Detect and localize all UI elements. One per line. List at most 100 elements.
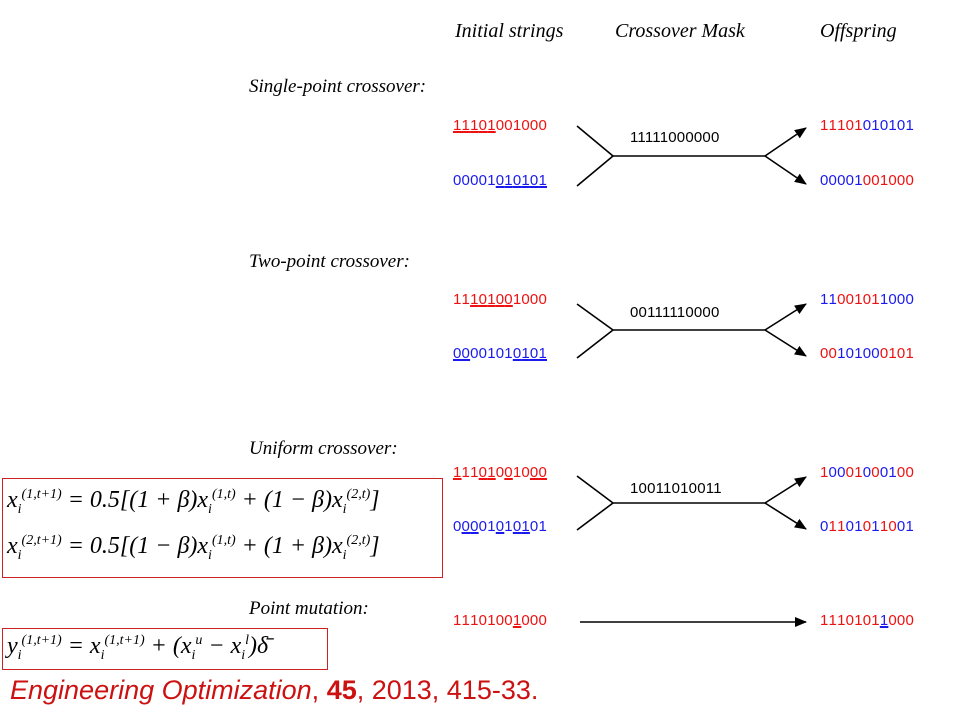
bit: 1 bbox=[487, 172, 496, 189]
bit: 1 bbox=[854, 172, 863, 189]
bit: 0 bbox=[837, 172, 846, 189]
bit: 0 bbox=[896, 345, 906, 362]
bit: 0 bbox=[820, 345, 829, 362]
bit: 1 bbox=[470, 464, 479, 481]
bit: 0 bbox=[504, 612, 513, 629]
bit: 1 bbox=[512, 464, 522, 481]
bit: 1 bbox=[512, 612, 522, 629]
bit: 0 bbox=[538, 117, 548, 134]
bit: 0 bbox=[837, 464, 846, 481]
bit: 0 bbox=[478, 464, 488, 481]
bit: 0 bbox=[845, 464, 855, 481]
header-crossover-mask: Crossover Mask bbox=[615, 20, 745, 42]
bit: 0 bbox=[905, 172, 915, 189]
citation-volume: 45 bbox=[326, 675, 357, 705]
title-two-point: Two-point crossover: bbox=[249, 251, 410, 272]
bit: 0 bbox=[504, 464, 513, 481]
child1-uniform: 10001000100 bbox=[820, 464, 914, 481]
bit: 1 bbox=[837, 117, 846, 134]
bit: 0 bbox=[504, 117, 513, 134]
bit: 1 bbox=[854, 117, 863, 134]
bit: 0 bbox=[521, 612, 530, 629]
parent1-single-point: 11101001000 bbox=[453, 117, 547, 134]
bit: 0 bbox=[495, 518, 505, 535]
bit: 0 bbox=[521, 117, 530, 134]
child-mutation: 11101011000 bbox=[820, 612, 914, 629]
crossover-formula-2: xi(2,t+1) = 0.5[(1 − β)xi(1,t) + (1 + β)… bbox=[7, 533, 380, 563]
bit: 0 bbox=[862, 117, 872, 134]
bit: 0 bbox=[478, 612, 488, 629]
bit: 1 bbox=[837, 345, 846, 362]
bit: 1 bbox=[828, 117, 838, 134]
bit: 0 bbox=[478, 172, 488, 189]
bit: 1 bbox=[820, 117, 829, 134]
bit: 1 bbox=[538, 172, 548, 189]
bit: 0 bbox=[461, 172, 471, 189]
bit: 0 bbox=[495, 464, 505, 481]
child1-two-point: 11001011000 bbox=[820, 291, 914, 308]
bit: 1 bbox=[512, 291, 522, 308]
parent2-single-point: 00001010101 bbox=[453, 172, 547, 189]
citation-separator: , bbox=[311, 675, 327, 705]
bit: 0 bbox=[470, 518, 479, 535]
bit: 1 bbox=[854, 518, 863, 535]
bit: 1 bbox=[487, 345, 496, 362]
bit: 0 bbox=[521, 291, 530, 308]
bit: 0 bbox=[845, 612, 855, 629]
bit: 0 bbox=[896, 464, 906, 481]
bit: 0 bbox=[478, 291, 488, 308]
bit: 1 bbox=[854, 345, 863, 362]
bit: 0 bbox=[478, 345, 488, 362]
bit: 1 bbox=[453, 117, 462, 134]
bit: 0 bbox=[495, 172, 505, 189]
bit: 0 bbox=[896, 172, 906, 189]
bit: 0 bbox=[529, 518, 539, 535]
bit: 0 bbox=[453, 345, 462, 362]
bit: 0 bbox=[461, 345, 471, 362]
crossover-formula-box: xi(1,t+1) = 0.5[(1 + β)xi(1,t) + (1 − β)… bbox=[2, 478, 443, 578]
bit: 0 bbox=[453, 172, 462, 189]
connector-two-point bbox=[576, 303, 807, 359]
bit: 0 bbox=[453, 518, 462, 535]
mask-two-point: 00111110000 bbox=[630, 304, 720, 321]
bit: 0 bbox=[495, 612, 505, 629]
header-offspring: Offspring bbox=[820, 20, 897, 42]
bit: 0 bbox=[461, 518, 471, 535]
bit: 1 bbox=[871, 117, 880, 134]
bit: 0 bbox=[470, 172, 479, 189]
bit: 0 bbox=[512, 345, 522, 362]
mutation-formula-box: yi(1,t+1) = xi(1,t+1) + (xiu − xil)δ̄ bbox=[2, 628, 328, 670]
bit: 1 bbox=[888, 464, 897, 481]
parent-mutation: 11101001000 bbox=[453, 612, 547, 629]
bit: 1 bbox=[504, 345, 513, 362]
bit: 1 bbox=[487, 518, 496, 535]
child2-uniform: 01101011001 bbox=[820, 518, 914, 535]
bit: 0 bbox=[478, 117, 488, 134]
parent1-uniform: 11101001000 bbox=[453, 464, 547, 481]
bit: 0 bbox=[828, 464, 838, 481]
bit: 1 bbox=[828, 518, 838, 535]
bit: 0 bbox=[828, 345, 838, 362]
bit: 1 bbox=[837, 612, 846, 629]
bit: 0 bbox=[862, 464, 872, 481]
bit: 0 bbox=[845, 291, 855, 308]
bit: 0 bbox=[529, 464, 539, 481]
title-uniform: Uniform crossover: bbox=[249, 438, 398, 459]
bit: 0 bbox=[538, 291, 548, 308]
bit: 1 bbox=[453, 464, 462, 481]
bit: 1 bbox=[521, 345, 530, 362]
bit: 0 bbox=[495, 117, 505, 134]
bit: 1 bbox=[820, 291, 829, 308]
title-single-point: Single-point crossover: bbox=[249, 76, 427, 97]
bit: 0 bbox=[845, 345, 855, 362]
bit: 1 bbox=[879, 518, 889, 535]
bit: 1 bbox=[854, 612, 863, 629]
bit: 1 bbox=[487, 464, 496, 481]
bit: 0 bbox=[538, 612, 548, 629]
bit: 1 bbox=[828, 612, 838, 629]
bit: 0 bbox=[896, 518, 906, 535]
bit: 0 bbox=[820, 172, 829, 189]
connector-uniform bbox=[576, 475, 807, 531]
bit: 1 bbox=[538, 345, 548, 362]
